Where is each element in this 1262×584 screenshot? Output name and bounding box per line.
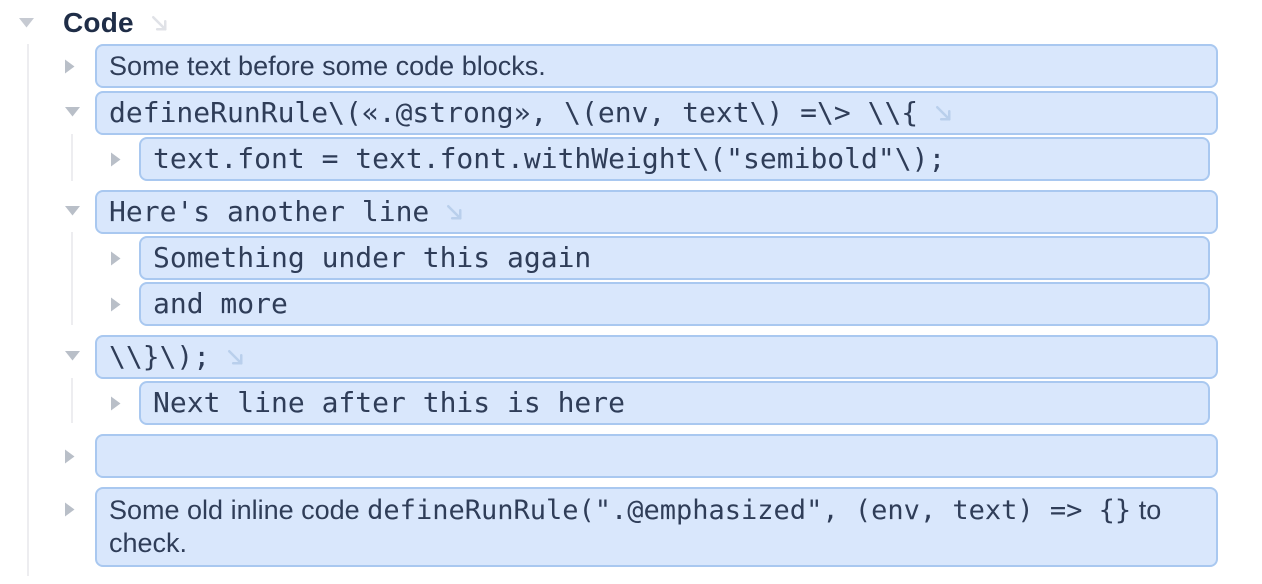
collapse-triangle-right-icon[interactable] <box>110 396 121 411</box>
arrow-down-right-icon[interactable] <box>148 12 171 35</box>
row-text-segment: Some old inline code <box>109 495 368 525</box>
heading-row: Code <box>0 7 1262 38</box>
row-text-segment: defineRunRule(".@emphasized", (env, text… <box>367 495 1132 526</box>
row-text: Next line after this is here <box>153 386 626 419</box>
row-text: defineRunRule\(«.@strong», \(env, text\)… <box>109 96 919 129</box>
outline-row: Some old inline code defineRunRule(".@em… <box>0 487 1262 567</box>
indent-guide <box>71 378 73 423</box>
collapse-triangle-right-icon[interactable] <box>110 297 121 312</box>
collapse-triangle-right-icon[interactable] <box>110 251 121 266</box>
row-text: Here's another line <box>109 195 430 228</box>
collapse-triangle-right-icon[interactable] <box>64 502 75 517</box>
outline-row: Some text before some code blocks. <box>0 44 1262 88</box>
text-block[interactable] <box>95 434 1218 478</box>
arrow-down-right-icon[interactable] <box>443 201 466 224</box>
collapse-triangle-down-icon[interactable] <box>64 205 81 216</box>
outline-row <box>0 434 1262 478</box>
code-block[interactable]: Next line after this is here <box>139 381 1210 425</box>
text-block[interactable]: Some text before some code blocks. <box>95 44 1218 88</box>
collapse-triangle-down-icon[interactable] <box>64 350 81 361</box>
indent-guide <box>71 232 73 325</box>
row-text: and more <box>153 287 288 320</box>
indent-guide <box>71 134 73 181</box>
outline-row: Here's another line <box>0 190 1262 234</box>
code-block[interactable]: Some old inline code defineRunRule(".@em… <box>95 487 1218 567</box>
row-text: text.font = text.font.withWeight\("semib… <box>153 142 946 175</box>
row-text-segment: to check. <box>109 495 1162 558</box>
collapse-triangle-down-icon[interactable] <box>18 17 35 28</box>
code-block[interactable]: \\}\); <box>95 335 1218 379</box>
collapse-triangle-right-icon[interactable] <box>110 152 121 167</box>
outline-row: \\}\); <box>0 335 1262 379</box>
indent-guide <box>27 44 29 576</box>
outline-row: text.font = text.font.withWeight\("semib… <box>0 137 1262 181</box>
code-block[interactable]: text.font = text.font.withWeight\("semib… <box>139 137 1210 181</box>
outline-row: and more <box>0 282 1262 326</box>
collapse-triangle-down-icon[interactable] <box>64 106 81 117</box>
row-text: \\}\); <box>109 340 211 373</box>
collapse-triangle-right-icon[interactable] <box>64 59 75 74</box>
arrow-down-right-icon[interactable] <box>932 102 955 125</box>
code-block[interactable]: and more <box>139 282 1210 326</box>
page-title[interactable]: Code <box>63 7 134 38</box>
code-block[interactable]: defineRunRule\(«.@strong», \(env, text\)… <box>95 91 1218 135</box>
row-text: Some text before some code blocks. <box>109 51 546 81</box>
code-block[interactable]: Here's another line <box>95 190 1218 234</box>
outline-row: Something under this again <box>0 236 1262 280</box>
arrow-down-right-icon[interactable] <box>224 346 247 369</box>
outline-row: Next line after this is here <box>0 381 1262 425</box>
row-text: Something under this again <box>153 241 592 274</box>
outline-rows: Some text before some code blocks. define… <box>0 38 1262 567</box>
code-block[interactable]: Something under this again <box>139 236 1210 280</box>
collapse-triangle-right-icon[interactable] <box>64 449 75 464</box>
outline-row: defineRunRule\(«.@strong», \(env, text\)… <box>0 91 1262 135</box>
